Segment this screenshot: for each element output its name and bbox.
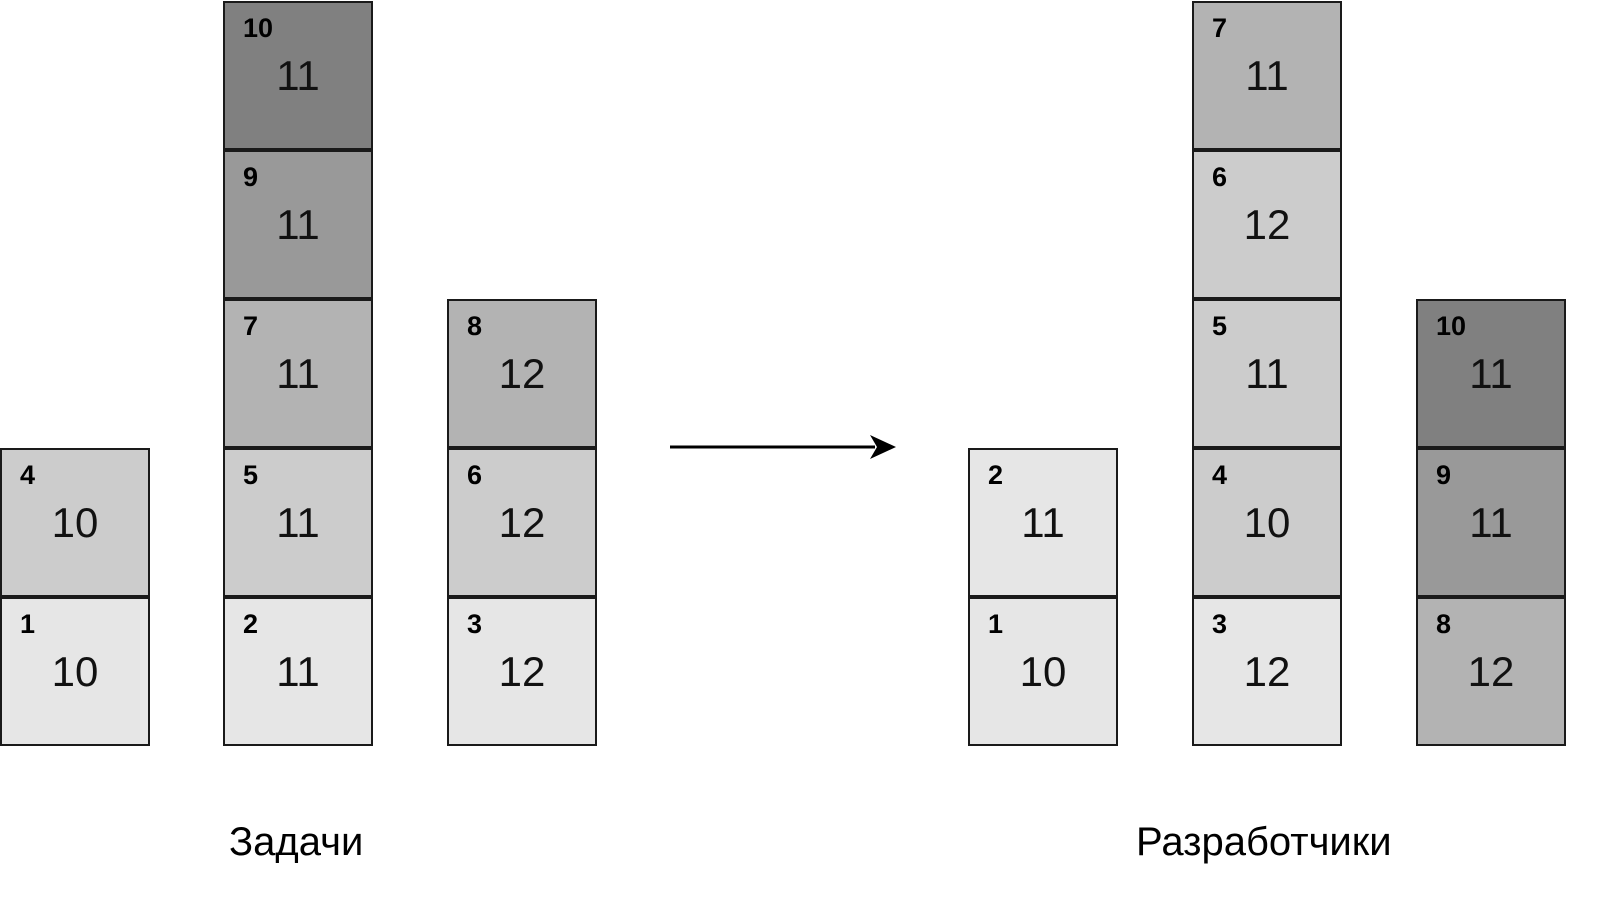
block-value-label: 11	[1245, 350, 1289, 397]
block-value-label: 11	[1021, 499, 1065, 546]
block-id-label: 6	[467, 460, 483, 490]
block-id-label: 9	[1436, 460, 1452, 490]
block-id-label: 1	[988, 609, 1004, 639]
task-block: 7 11	[1192, 1, 1342, 150]
block-value-label: 11	[276, 499, 320, 546]
task-block: 4 10	[1192, 448, 1342, 597]
task-block: 5 11	[223, 448, 373, 597]
task-block: 5 11	[1192, 299, 1342, 448]
block-value-label: 10	[51, 499, 99, 546]
block-value-label: 11	[1469, 499, 1513, 546]
block-value-label: 11	[1469, 350, 1513, 397]
block-id-label: 9	[243, 162, 259, 192]
task-block: 7 11	[223, 299, 373, 448]
block-value-label: 10	[1243, 499, 1291, 546]
block-value-label: 12	[498, 350, 546, 397]
block-value-label: 12	[498, 648, 546, 695]
task-block: 1 10	[0, 597, 150, 746]
block-value-label: 12	[1467, 648, 1515, 695]
developers-caption: Разработчики	[1136, 820, 1392, 864]
block-id-label: 8	[1436, 609, 1452, 639]
task-block: 8 12	[447, 299, 597, 448]
task-block: 2 11	[223, 597, 373, 746]
task-block: 3 12	[447, 597, 597, 746]
task-block: 4 10	[0, 448, 150, 597]
task-block: 6 12	[447, 448, 597, 597]
block-value-label: 11	[276, 648, 320, 695]
block-id-label: 5	[1212, 311, 1228, 341]
block-value-label: 11	[276, 201, 320, 248]
block-value-label: 10	[1019, 648, 1067, 695]
block-value-label: 11	[1245, 52, 1289, 99]
block-id-label: 5	[243, 460, 259, 490]
tasks-caption: Задачи	[229, 820, 364, 864]
block-id-label: 7	[1212, 13, 1228, 43]
block-id-label: 2	[243, 609, 259, 639]
block-id-label: 2	[988, 460, 1004, 490]
task-block: 1 10	[968, 597, 1118, 746]
block-id-label: 1	[20, 609, 36, 639]
block-id-label: 6	[1212, 162, 1228, 192]
block-id-label: 7	[243, 311, 259, 341]
block-id-label: 10	[1436, 311, 1467, 341]
task-block: 8 12	[1416, 597, 1566, 746]
block-value-label: 11	[276, 350, 320, 397]
task-block: 6 12	[1192, 150, 1342, 299]
transition-arrow-icon	[670, 435, 896, 459]
block-id-label: 4	[1212, 460, 1228, 490]
block-id-label: 8	[467, 311, 483, 341]
block-id-label: 10	[243, 13, 274, 43]
task-block: 2 11	[968, 448, 1118, 597]
block-id-label: 4	[20, 460, 36, 490]
block-value-label: 11	[276, 52, 320, 99]
task-block: 9 11	[223, 150, 373, 299]
block-id-label: 3	[1212, 609, 1228, 639]
block-value-label: 12	[498, 499, 546, 546]
block-value-label: 12	[1243, 648, 1291, 695]
task-block: 3 12	[1192, 597, 1342, 746]
task-block: 9 11	[1416, 448, 1566, 597]
block-id-label: 3	[467, 609, 483, 639]
block-value-label: 12	[1243, 201, 1291, 248]
block-value-label: 10	[51, 648, 99, 695]
